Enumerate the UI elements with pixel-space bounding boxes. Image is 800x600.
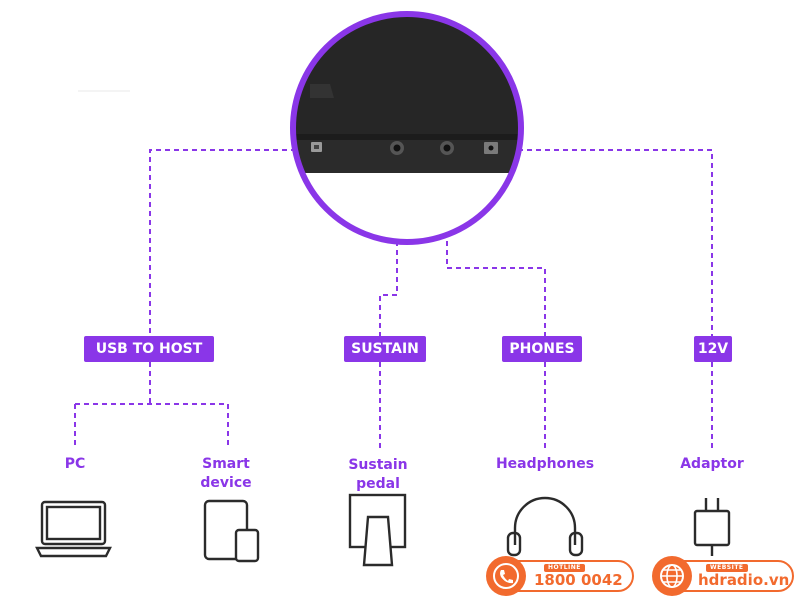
website-small-label: WEBSITE: [706, 564, 748, 572]
device-label-headphones: Headphones: [495, 456, 595, 472]
hotline-small-label: HOTLINE: [544, 564, 585, 572]
badge-12v: 12V: [694, 336, 732, 362]
globe-icon: [652, 556, 692, 596]
sustain-pedal-icon: [348, 493, 407, 567]
laptop-icon: [35, 500, 112, 558]
device-label-smart-device: Smart device: [200, 456, 252, 491]
power-adaptor-icon: [693, 498, 731, 556]
website-pill[interactable]: WEBSITE hdradio.vn: [652, 556, 794, 596]
badge-usb-to-host: USB TO HOST: [84, 336, 214, 362]
phone-icon: [486, 556, 526, 596]
badge-sustain: SUSTAIN: [344, 336, 426, 362]
device-label-pc: PC: [64, 456, 86, 472]
line-usb: [149, 149, 296, 336]
hotline-pill[interactable]: HOTLINE 1800 0042: [486, 556, 634, 596]
line-usb-split: [74, 362, 229, 448]
zoom-circle: [293, 14, 521, 242]
device-label-sustain-pedal: Sustain pedal: [348, 457, 408, 492]
line-power: [518, 149, 713, 448]
hotline-number: 1800 0042: [534, 571, 623, 589]
website-url: hdradio.vn: [698, 571, 790, 589]
headphones-icon: [506, 496, 584, 557]
badge-phones: PHONES: [502, 336, 582, 362]
tablet-phone-icon: [203, 499, 260, 563]
zoom-circle-ring: [290, 11, 524, 245]
device-label-adaptor: Adaptor: [680, 456, 744, 472]
